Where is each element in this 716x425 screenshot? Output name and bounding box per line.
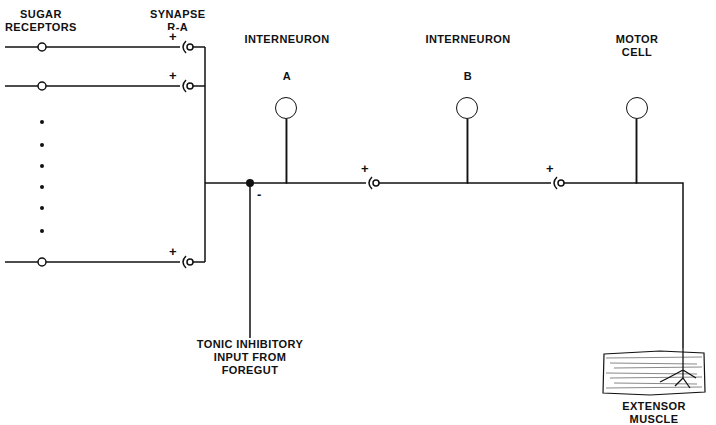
nerve-fiber [250, 119, 286, 338]
bus-wire [205, 182, 250, 184]
synapse-symbol [369, 177, 372, 189]
node-label: EXTENSOR MUSCLE [622, 400, 686, 425]
bus-wire [204, 47, 206, 262]
node-label: TONIC INHIBITORY INPUT FROM FOREGUT [188, 338, 313, 377]
neuron-cell: MOTOR CELL [613, 33, 662, 120]
muscle-drawing [600, 348, 708, 398]
neuron-cell: INTERNEURON A [241, 33, 332, 120]
nerve-fiber [286, 119, 467, 183]
synapse-symbol [183, 80, 186, 92]
synapse-symbol [183, 256, 186, 268]
ellipsis-dots [40, 120, 44, 233]
synapse-symbol [554, 177, 557, 189]
receptor-cell [38, 82, 46, 90]
neuron-cell: INTERNEURON B [422, 33, 513, 120]
input-source: TONIC INHIBITORY INPUT FROM FOREGUT [185, 338, 316, 377]
receptor-cell [38, 258, 46, 266]
nerve-fiber [467, 119, 636, 183]
cell-body [275, 97, 297, 119]
receptor-axon [5, 46, 180, 48]
polarity-sign: + [360, 162, 370, 175]
synapse-symbol [373, 180, 379, 186]
muscle-figure: EXTENSOR MUSCLE [600, 348, 708, 425]
polarity-sign: + [168, 69, 178, 82]
nerve-fiber [637, 119, 684, 348]
bus-wire [193, 46, 205, 48]
node-label: INTERNEURON [425, 33, 510, 46]
cell-body [626, 97, 648, 119]
polarity-sign: + [545, 162, 555, 175]
cell-body [456, 97, 478, 119]
synapse-symbol [187, 259, 193, 265]
synapse-symbol [187, 83, 193, 89]
bus-wire [193, 261, 205, 263]
synapse-symbol [183, 41, 186, 53]
synapse-symbol [187, 44, 193, 50]
receptor-axon [5, 85, 180, 87]
node-label: INTERNEURON [244, 33, 329, 46]
node-label: A [283, 70, 291, 83]
bus-wire [193, 85, 205, 87]
polarity-sign: - [256, 188, 263, 201]
polarity-sign: + [168, 245, 178, 258]
group-label: SUGAR RECEPTORS [5, 8, 77, 34]
synapse-symbol [558, 180, 564, 186]
polarity-sign: + [168, 30, 178, 43]
receptor-axon [5, 261, 180, 263]
receptor-cell [38, 43, 46, 51]
node-label: MOTOR CELL [616, 33, 659, 59]
node-label: B [464, 70, 472, 83]
inhibitory-synapse [246, 179, 254, 187]
